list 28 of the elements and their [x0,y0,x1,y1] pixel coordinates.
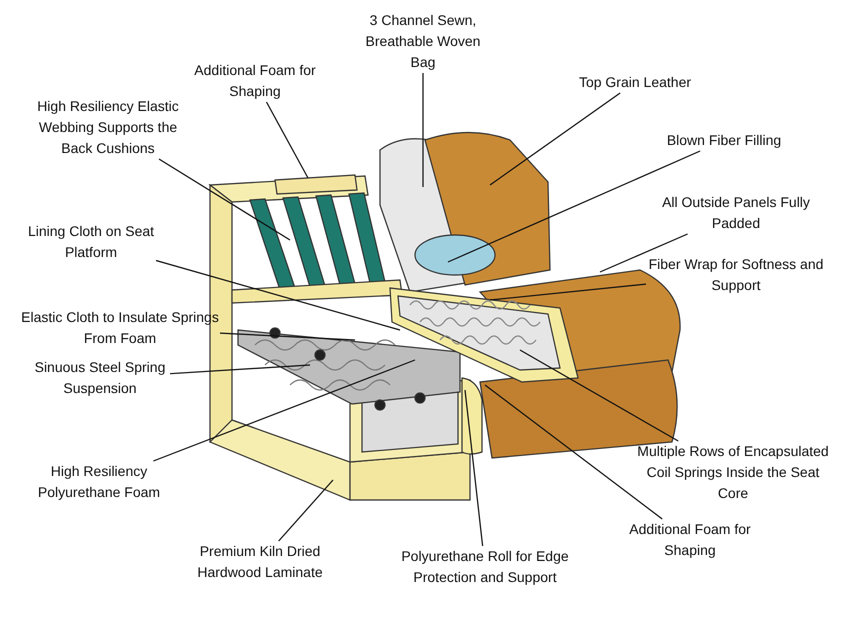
leader-line [153,359,416,462]
leader-line [170,364,310,374]
callout-label: Lining Cloth on Seat Platform [26,221,156,263]
leader-line [464,390,484,546]
callout-label: Blown Fiber Filling [639,130,809,151]
callout-label: Sinuous Steel Spring Suspension [30,357,170,399]
callout-label: Premium Kiln Dried Hardwood Laminate [185,541,335,583]
leader-line [266,102,309,178]
callout-label: Multiple Rows of Encapsulated Coil Springs Inside the Seat Core [633,441,833,504]
leader-line [158,158,290,241]
leader-line [220,332,356,341]
callout-label: Additional Foam for Shaping [190,60,320,102]
leader-line [484,384,663,520]
leader-line [422,73,424,187]
callout-label: 3 Channel Sewn, Breathable Woven Bag [353,10,493,73]
leader-line [156,260,400,331]
leader-line [490,284,646,301]
leader-line [278,480,334,542]
callout-label: Additional Foam for Shaping [615,519,765,561]
callout-label: Fiber Wrap for Softness and Support [646,254,826,296]
leader-line [448,150,700,263]
leader-line [600,233,688,273]
callout-label: High Resiliency Elastic Webbing Supports the Back Cushions [33,96,183,159]
leader-line [490,92,620,186]
callout-label: Top Grain Leather [550,72,720,93]
callout-label: All Outside Panels Fully Padded [661,192,811,234]
callout-label: High Resiliency Polyurethane Foam [19,461,179,503]
callout-label: Polyurethane Roll for Edge Protection and Support [375,546,595,588]
